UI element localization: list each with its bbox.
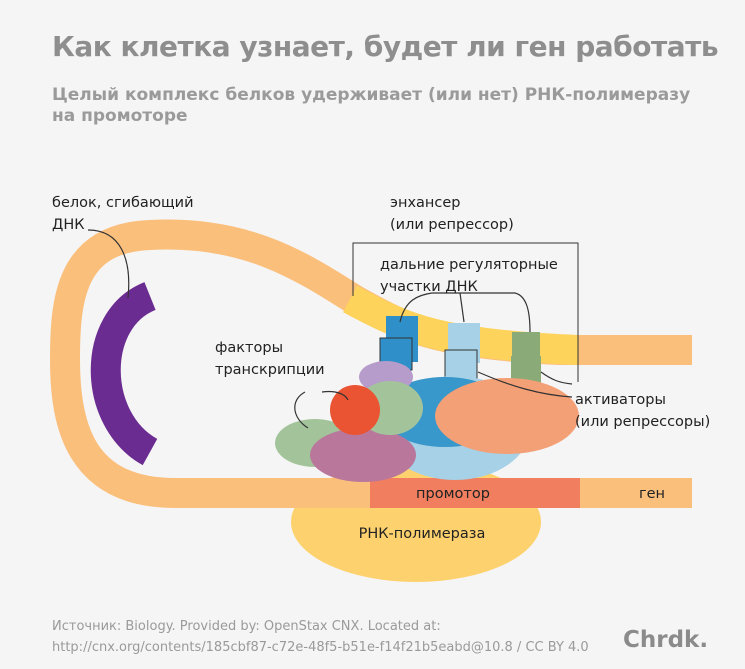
leader-distal-middle	[459, 292, 465, 323]
leader-tf-left	[294, 391, 309, 429]
leader-distal-sites	[399, 292, 531, 333]
source-footer: Источник: Biology. Provided by: OpenStax…	[52, 616, 612, 658]
dna-bending-protein	[90, 282, 159, 466]
connector-light-blue	[444, 349, 478, 381]
label-activators-1: активаторы	[575, 392, 666, 408]
tf-red	[330, 385, 380, 435]
page-subtitle: Целый комплекс белков удерживает (или не…	[52, 85, 691, 126]
activator-protein	[435, 378, 579, 454]
source-line-2: http://cnx.org/contents/185cbf87-c72e-48…	[52, 640, 589, 655]
leader-activators	[477, 371, 573, 398]
tf-mauve	[310, 428, 416, 482]
source-line-1: Источник: Biology. Provided by: OpenStax…	[52, 619, 441, 634]
label-enhancer-1: энхансер	[390, 195, 460, 211]
label-bending-protein-2: ДНК	[52, 217, 85, 233]
label-enhancer-2: (или репрессор)	[390, 217, 514, 233]
page-title: Как клетка узнает, будет ли ген работать	[52, 30, 719, 63]
label-tf-1: факторы	[215, 340, 283, 356]
label-promoter: промотор	[416, 486, 490, 502]
leader-activators-green	[540, 371, 573, 385]
brand-logo: Chrdk.	[623, 627, 709, 653]
label-distal-2: участки ДНК	[380, 279, 478, 295]
leader-tf-right	[321, 390, 349, 401]
label-gene: ген	[639, 486, 665, 502]
label-rna-polymerase: РНК-полимераза	[359, 526, 486, 542]
label-tf-2: транскрипции	[215, 362, 325, 378]
enhancer-bracket	[352, 242, 579, 382]
promoter-segment	[370, 478, 580, 508]
label-bending-protein-1: белок, сгибающий	[52, 195, 194, 211]
leader-bending-protein	[87, 229, 130, 299]
label-activators-2: (или репрессоры)	[575, 414, 710, 430]
label-distal-1: дальние регуляторные	[380, 257, 558, 273]
